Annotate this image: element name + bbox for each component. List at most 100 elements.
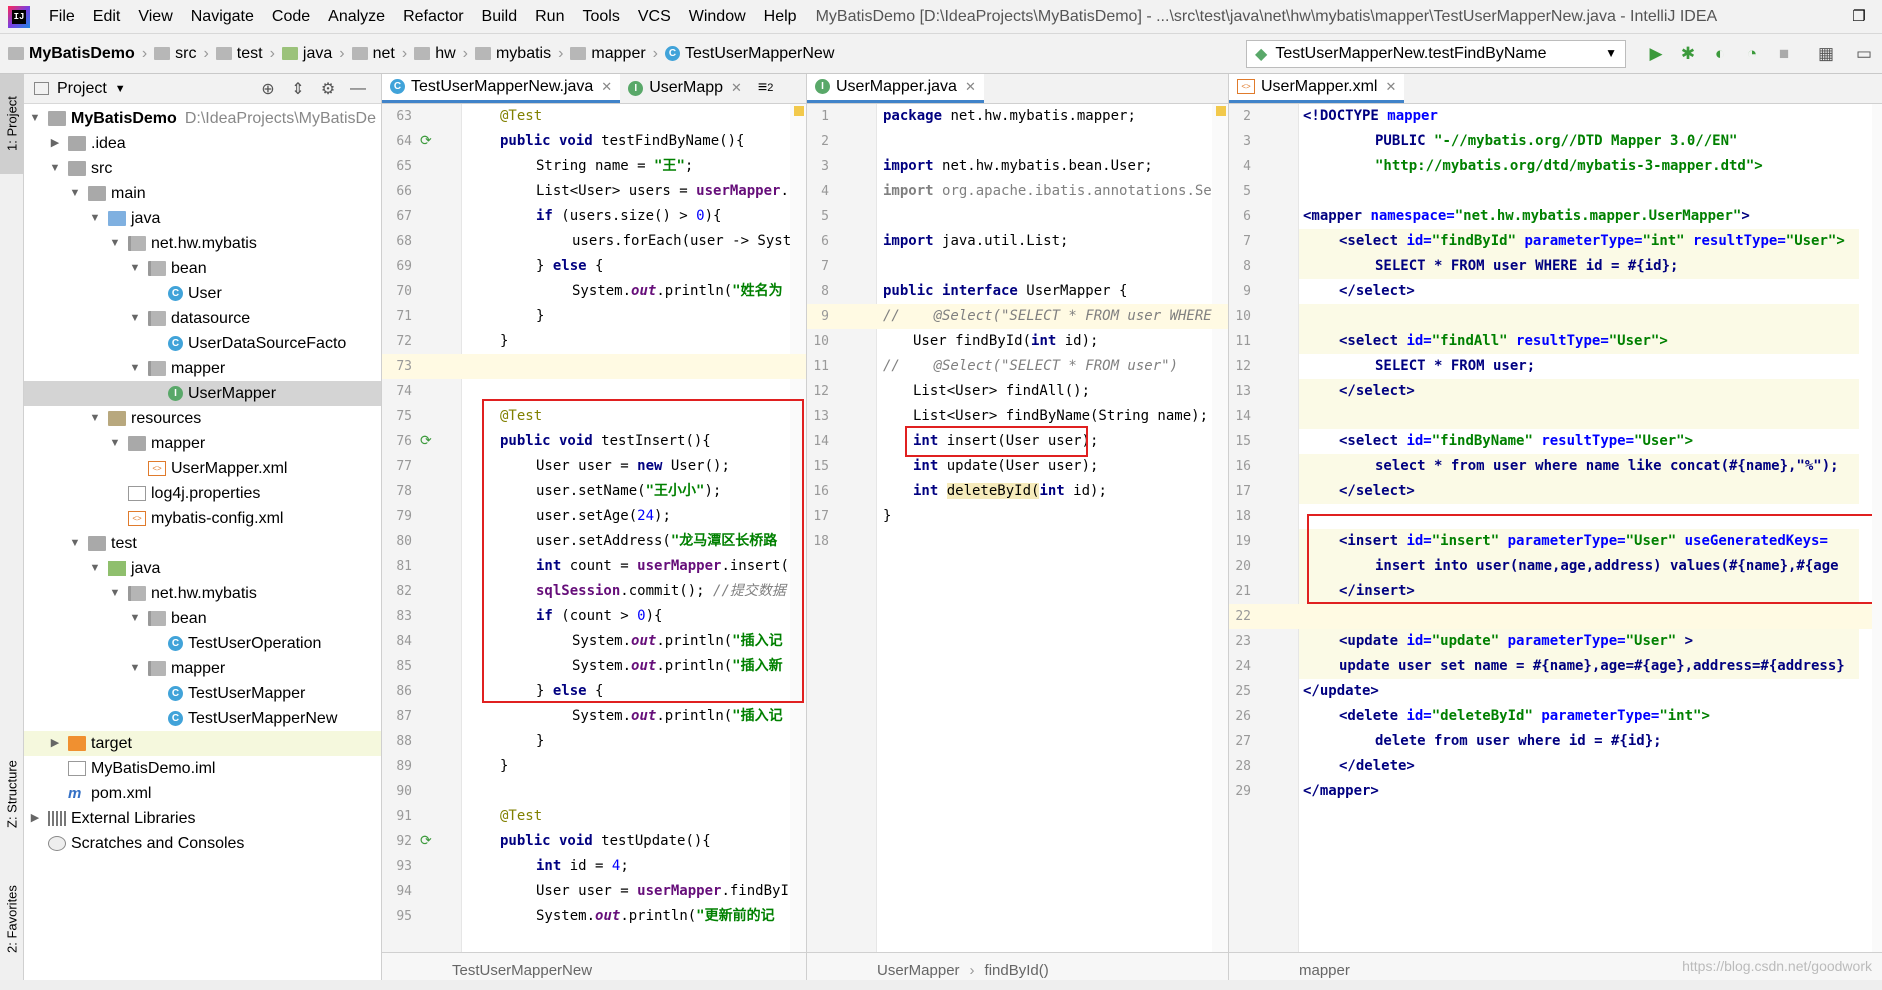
crumb-file[interactable]: TestUserMapperNew [685, 44, 835, 62]
tree-node[interactable]: <>UserMapper.xml [24, 456, 381, 481]
tree-node[interactable]: ▶External Libraries [30, 810, 196, 827]
menu-analyze[interactable]: Analyze [328, 7, 386, 25]
tree-node[interactable]: ▶target [24, 731, 381, 756]
hide-icon[interactable]: — [350, 80, 366, 97]
tree-node[interactable]: ▼java [89, 210, 161, 227]
layout-icon[interactable]: ▭ [1855, 44, 1873, 63]
profile-icon[interactable]: ◔ [1746, 44, 1758, 63]
crumb-src[interactable]: src [175, 44, 197, 62]
crumb-project[interactable]: MyBatisDemo [29, 44, 135, 62]
locate-icon[interactable]: ⊕ [261, 81, 275, 98]
collapse-all-icon[interactable]: ⇕ [291, 81, 305, 98]
stop-icon[interactable]: ■ [1778, 44, 1790, 63]
tree-node[interactable]: ▼datasource [129, 310, 251, 327]
error-stripe [790, 104, 806, 952]
tree-node[interactable]: MyBatisDemo.iml [24, 756, 381, 781]
run-configuration-select[interactable]: ◆ TestUserMapperNew.testFindByName ▼ [1246, 40, 1626, 68]
project-panel-title[interactable]: Project [57, 79, 107, 97]
tab-user-mapper-xml[interactable]: <>UserMapper.xml✕ [1229, 74, 1405, 103]
menu-navigate[interactable]: Navigate [190, 7, 254, 25]
menu-refactor[interactable]: Refactor [403, 7, 464, 25]
coverage-icon[interactable]: ◐ [1714, 44, 1726, 63]
close-icon[interactable]: ✕ [731, 80, 742, 95]
restore-window-icon[interactable]: ❐ [1852, 8, 1866, 25]
menu-view[interactable]: View [138, 7, 173, 25]
tree-node[interactable]: ▼test [69, 535, 137, 552]
close-icon[interactable]: ✕ [1385, 78, 1397, 94]
tree-node[interactable]: ▼main [69, 185, 146, 202]
tree-node[interactable]: ▼mapper [129, 360, 226, 377]
folder-icon [474, 47, 491, 60]
run-test-icon[interactable]: ⟳ [420, 433, 432, 449]
chevron-down-icon: ▼ [1605, 46, 1617, 60]
menu-build[interactable]: Build [481, 7, 518, 25]
tree-node[interactable]: ▼bean [129, 610, 207, 627]
folder-icon [154, 47, 171, 60]
package-icon [148, 361, 166, 376]
tree-node[interactable]: <>mybatis-config.xml [24, 506, 381, 531]
xml-file-icon: <> [128, 511, 146, 526]
menu-run[interactable]: Run [535, 7, 565, 25]
navigation-bar: MyBatisDemo› src› test› java› net› hw› m… [0, 34, 1882, 74]
tree-node[interactable]: ▼net.hw.mybatis [109, 585, 257, 602]
tree-node[interactable]: ▼bean [129, 260, 207, 277]
tree-node[interactable]: ▼resources [89, 410, 202, 427]
code-line: 92⟳public void testUpdate(){ [382, 829, 806, 854]
folder-icon [68, 161, 86, 176]
crumb-mybatis[interactable]: mybatis [495, 44, 552, 62]
gear-icon[interactable]: ⚙ [320, 81, 336, 98]
crumb-test[interactable]: test [236, 44, 263, 62]
menu-file[interactable]: File [49, 7, 75, 25]
tree-node[interactable]: ▼src [49, 160, 113, 177]
menu-vcs[interactable]: VCS [637, 7, 671, 25]
tree-node[interactable]: ▼mapper [109, 435, 206, 452]
debug-icon[interactable]: ✱ [1680, 44, 1696, 63]
tree-node[interactable]: Scratches and Consoles [24, 831, 381, 856]
code-editor[interactable]: 63@Test 64⟳public void testFindByName(){… [382, 104, 806, 952]
crumb-net[interactable]: net [372, 44, 395, 62]
crumb-hw[interactable]: hw [435, 44, 456, 62]
menu-window[interactable]: Window [688, 7, 746, 25]
close-icon[interactable]: ✕ [964, 78, 976, 94]
menu-tools[interactable]: Tools [582, 7, 620, 25]
tree-node[interactable]: ▼mapper [129, 660, 226, 677]
chevron-down-icon[interactable]: ▼ [114, 82, 126, 95]
tab-favorites-tool[interactable]: 2: Favorites [4, 885, 20, 953]
tree-node[interactable]: ▼net.hw.mybatis [109, 235, 257, 252]
close-icon[interactable]: ✕ [601, 78, 613, 94]
code-line: 71} [396, 308, 545, 324]
project-structure-icon[interactable]: ▦ [1817, 44, 1835, 63]
menu-edit[interactable]: Edit [92, 7, 121, 25]
run-test-icon[interactable]: ⟳ [420, 133, 432, 149]
crumb-mapper[interactable]: mapper [591, 44, 646, 62]
run-test-icon[interactable]: ⟳ [420, 833, 432, 849]
tab-structure-tool[interactable]: Z: Structure [4, 760, 20, 828]
menu-help[interactable]: Help [763, 7, 797, 25]
run-icon[interactable]: ▶ [1649, 44, 1663, 63]
editor-tabs: <>UserMapper.xml✕ [1229, 74, 1882, 104]
tab-project-tool[interactable]: 1: Project [0, 74, 24, 174]
tree-node[interactable]: ▼java [89, 560, 161, 577]
class-icon: C [168, 711, 183, 726]
xml-block-highlight [1299, 454, 1859, 504]
crumb-java[interactable]: java [302, 44, 333, 62]
tab-overflow[interactable]: ≡2 [750, 74, 781, 103]
tree-node[interactable]: log4j.properties [24, 481, 381, 506]
tree-node[interactable]: ▶.idea [50, 135, 126, 152]
menu-code[interactable]: Code [271, 7, 311, 25]
